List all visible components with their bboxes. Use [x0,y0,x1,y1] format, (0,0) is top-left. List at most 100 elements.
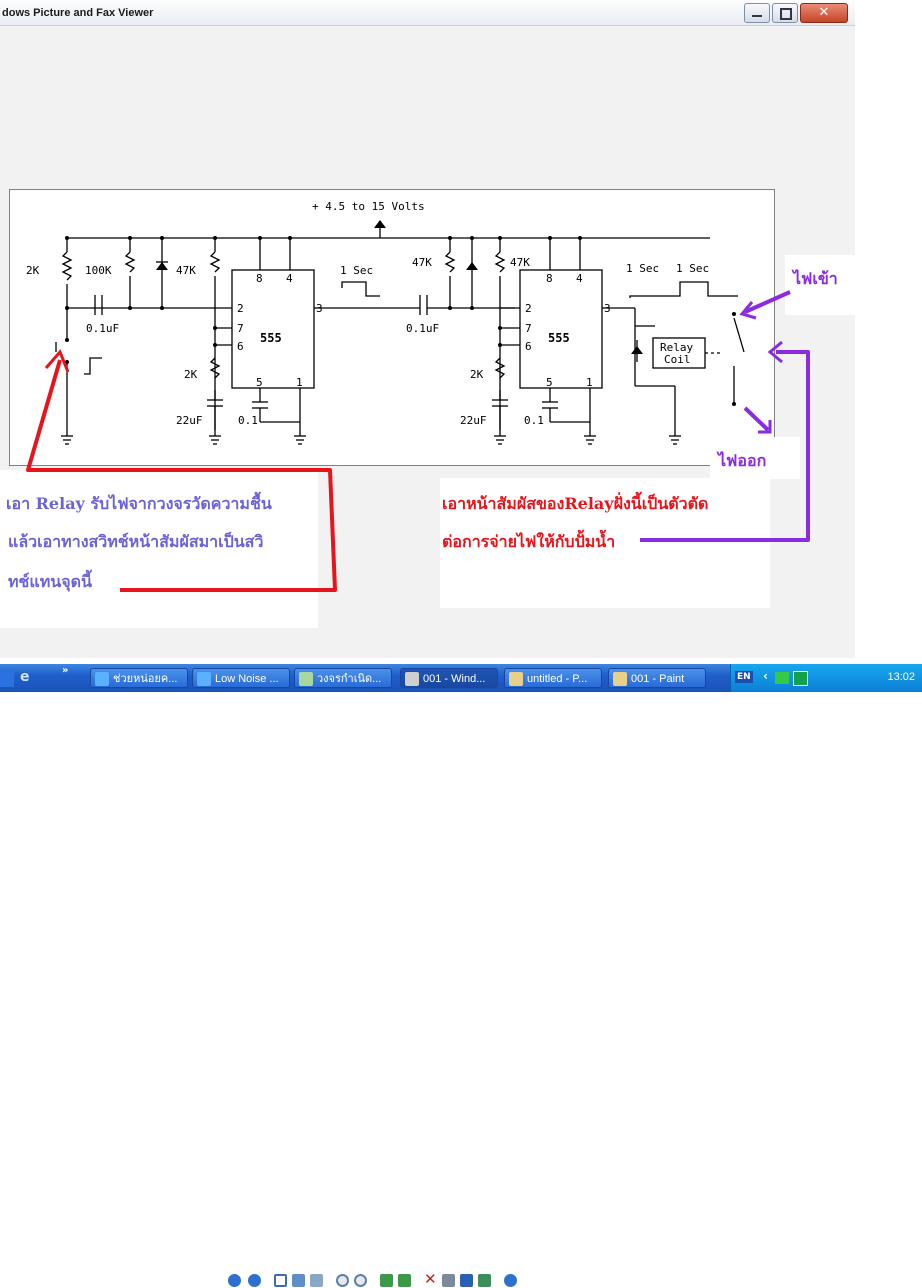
ie-icon [197,672,211,686]
pin3a-label: 3 [316,302,323,315]
power-in-label: ไฟเข้า [793,269,838,288]
next-image-icon[interactable] [248,1274,261,1287]
task-item-6[interactable]: 001 - Paint [608,668,706,688]
clock[interactable]: 13:02 [887,671,915,683]
close-icon: ✕ [818,5,830,20]
zoom-in-icon[interactable] [336,1274,349,1287]
rotate-clockwise-icon[interactable] [380,1274,393,1287]
task-item-1[interactable]: ช่วยหน่อยค... [90,668,188,688]
sec3-label: 1 Sec [676,262,709,275]
r2-label: 100K [85,264,112,277]
rotate-counterclockwise-icon[interactable] [398,1274,411,1287]
delete-icon[interactable]: ✕ [424,1270,437,1288]
picture-viewer-icon [405,672,419,686]
pin6b-label: 6 [525,340,532,353]
tray-chevron-icon[interactable]: ‹ [763,669,768,683]
minimize-icon [752,15,762,17]
close-button[interactable]: ✕ [800,3,848,23]
task-label-4: 001 - Wind... [423,673,486,685]
slideshow-icon[interactable] [310,1274,323,1287]
right-note-box: เอาหน้าสัมผัสของRelayฝั่งนี้เป็นตัวตัด ต… [440,478,770,608]
pin7a-label: 7 [237,322,244,335]
right-margin [855,0,922,664]
r5-label: 47K [412,256,432,269]
quick-launch-icon[interactable] [0,669,14,687]
c5-label: 22uF [460,414,487,427]
pin5a-label: 5 [256,376,263,389]
system-tray: EN ‹ 13:02 [730,664,922,692]
c3-label: 0.1 [238,414,258,427]
save-icon[interactable] [460,1274,473,1287]
task-label-2: Low Noise ... [215,673,279,685]
pin5b-label: 5 [546,376,553,389]
left-note-line-1: เอา Relay รับไฟจากวงจรวัดความชื้น [6,494,272,513]
r3-label: 47K [176,264,196,277]
supply-label: + 4.5 to 15 Volts [312,200,425,213]
r7-label: 2K [470,368,484,381]
taskbar: e » ช่วยหน่อยค... Low Noise ... วงจรกำเน… [0,664,922,692]
paint-icon [509,672,523,686]
pin3b-label: 3 [604,302,611,315]
language-indicator[interactable]: EN [735,671,753,683]
pin2b-label: 2 [525,302,532,315]
zoom-out-icon[interactable] [354,1274,367,1287]
ground-symbols [61,435,681,445]
task-label-5: untitled - P... [527,673,588,685]
right-note-line-2: ต่อการจ่ายไฟให้กับปั้มน้ำ [442,532,616,551]
maximize-icon [780,8,792,20]
power-out-label: ไฟออก [718,451,767,470]
ie-quick-launch-icon[interactable]: e [20,669,30,685]
ic2-label: 555 [548,331,570,345]
task-item-3[interactable]: วงจรกำเนิด... [294,668,392,688]
circuit-diagram: + 4.5 to 15 Volts 2K 100K 47K 0.1uF 2K 2… [9,189,775,466]
right-note-line-1: เอาหน้าสัมผัสของRelayฝั่งนี้เป็นตัวตัด [442,494,709,513]
title-bar: dows Picture and Fax Viewer ✕ [0,0,855,26]
left-note-line-3: ทช์แทนจุดนี้ [8,572,92,591]
sec2-label: 1 Sec [626,262,659,275]
c4-label: 0.1uF [406,322,439,335]
ie-icon [95,672,109,686]
image-icon [299,672,313,686]
previous-image-icon[interactable] [228,1274,241,1287]
r4-label: 2K [184,368,198,381]
left-note-box: เอา Relay รับไฟจากวงจรวัดความชื้น แล้วเอ… [0,470,318,628]
pin4a-label: 4 [286,272,293,285]
task-label-1: ช่วยหน่อยค... [113,673,178,685]
more-chevron-icon[interactable]: » [62,665,69,676]
window-title: dows Picture and Fax Viewer [2,7,154,19]
r1-label: 2K [26,264,40,277]
c1-label: 0.1uF [86,322,119,335]
help-icon[interactable] [504,1274,517,1287]
pin1b-label: 1 [586,376,593,389]
tray-app-icon[interactable] [793,671,808,686]
ic1-label: 555 [260,331,282,345]
paint-icon [613,672,627,686]
pin4b-label: 4 [576,272,583,285]
c2-label: 22uF [176,414,203,427]
viewer-toolbar: ✕ [0,634,855,1288]
task-label-3: วงจรกำเนิด... [317,673,382,685]
power-out-box: ไฟออก [710,437,800,479]
print-icon[interactable] [442,1274,455,1287]
network-icon[interactable] [775,672,789,684]
edit-icon[interactable] [478,1274,491,1287]
left-note-line-2: แล้วเอาทางสวิทช์หน้าสัมผัสมาเป็นสวิ [8,532,264,551]
pin7b-label: 7 [525,322,532,335]
task-item-4[interactable]: 001 - Wind... [400,668,498,688]
actual-size-icon[interactable] [292,1274,305,1287]
best-fit-icon[interactable] [274,1274,287,1287]
minimize-button[interactable] [744,3,770,23]
task-item-5[interactable]: untitled - P... [504,668,602,688]
pin2a-label: 2 [237,302,244,315]
pin8b-label: 8 [546,272,553,285]
c6-label: 0.1 [524,414,544,427]
pin8a-label: 8 [256,272,263,285]
power-in-box: ไฟเข้า [785,255,855,315]
pin6a-label: 6 [237,340,244,353]
task-label-6: 001 - Paint [631,673,685,685]
maximize-button[interactable] [772,3,798,23]
relay-label-2: Coil [664,353,691,366]
task-item-2[interactable]: Low Noise ... [192,668,290,688]
pin1a-label: 1 [296,376,303,389]
sec1-label: 1 Sec [340,264,373,277]
